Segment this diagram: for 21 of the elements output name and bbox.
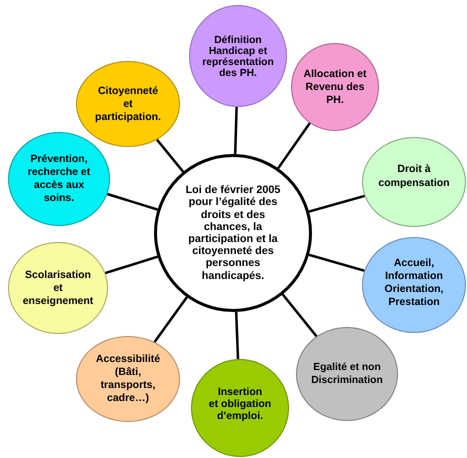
topic-text: Egalité et non Discrimination — [311, 361, 383, 387]
topic-text: Scolarisation et enseignement — [22, 268, 94, 308]
topic-text: Insertion et obligation d’emploi. — [208, 386, 272, 422]
connector-line — [234, 106, 238, 154]
connector-line — [104, 256, 158, 274]
connector-line — [106, 192, 158, 211]
topic-text: Accueil, Information Orientation, Prestation — [384, 257, 444, 309]
connector-line — [308, 254, 365, 272]
connector-line — [156, 138, 184, 172]
topic-text: Prévention, recherche et accès aux soins. — [28, 153, 90, 205]
connector-line — [234, 312, 240, 360]
topic-text: Citoyenneté et participation. — [95, 84, 161, 124]
connector-line — [154, 296, 188, 343]
topic-text: Accessibilité (Bâti, transports, cadre…) — [96, 353, 160, 405]
topic-text: Définition Handicap et représentation des PH. — [202, 35, 274, 79]
topic-text: Droit à compensation — [378, 162, 450, 190]
topic-text: Allocation et Revenu des PH. — [303, 68, 366, 106]
connector-line — [282, 294, 318, 338]
connector-line — [277, 122, 311, 169]
connector-line — [308, 194, 365, 213]
central-text: Loi de février 2005 pour l’égalité des droits et des chances, la participation et la citoyenneté des personnes handicapés. — [186, 184, 280, 282]
